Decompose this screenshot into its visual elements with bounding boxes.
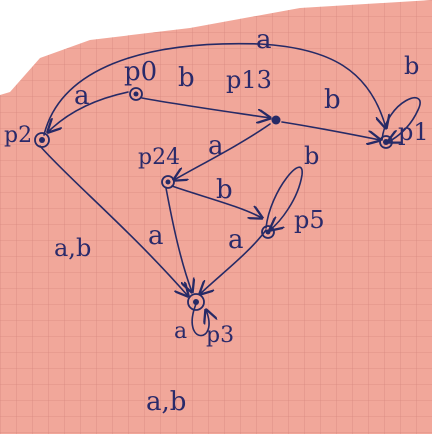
loop-p1 bbox=[381, 97, 421, 142]
edge-p0-p13 bbox=[141, 97, 270, 118]
state-p1 bbox=[379, 135, 393, 149]
bottom-label: a,b bbox=[146, 387, 186, 417]
edge-label-p2-p1-top: a bbox=[256, 25, 272, 55]
edge-label-p0-p2: a bbox=[74, 81, 90, 111]
label-p1: p1 bbox=[398, 118, 429, 146]
label-p0: p0 bbox=[124, 57, 157, 87]
label-p2: p2 bbox=[4, 123, 32, 148]
edge-p13-p1 bbox=[281, 121, 380, 140]
edge-label-p24-p3: a bbox=[148, 221, 164, 251]
state-p0 bbox=[129, 87, 143, 101]
edge-p0-p2 bbox=[48, 91, 129, 132]
edge-p2-p1-top bbox=[43, 42, 386, 136]
state-p2 bbox=[34, 132, 50, 148]
edge-label-p3-self: a bbox=[174, 319, 187, 344]
edge-p13-p24 bbox=[174, 123, 271, 180]
label-p13: p13 bbox=[226, 66, 272, 94]
state-p5 bbox=[261, 225, 275, 239]
state-p24 bbox=[161, 175, 175, 189]
edge-p24-p5 bbox=[171, 185, 262, 218]
edge-label-p13-p24: a bbox=[208, 131, 224, 161]
edge-label-p24-p5: b bbox=[216, 175, 233, 205]
edge-label-p2-p3: a,b bbox=[54, 234, 91, 262]
edge-label-p1-self: b bbox=[404, 52, 419, 80]
edge-label-p13-p1: b bbox=[324, 85, 341, 115]
edge-p2-p3 bbox=[39, 145, 188, 296]
state-p13 bbox=[271, 115, 281, 125]
loop-p3 bbox=[191, 303, 209, 337]
loop-p5 bbox=[265, 166, 303, 230]
edge-label-p5-p3: a bbox=[228, 225, 244, 255]
label-p5: p5 bbox=[294, 206, 325, 234]
label-p24: p24 bbox=[138, 145, 180, 170]
label-p3: p3 bbox=[206, 323, 234, 348]
edge-p5-p3 bbox=[200, 229, 267, 294]
state-p3 bbox=[187, 293, 205, 311]
edge-label-p5-self: b bbox=[304, 142, 319, 170]
edge-label-p0-p13: b bbox=[178, 63, 195, 93]
